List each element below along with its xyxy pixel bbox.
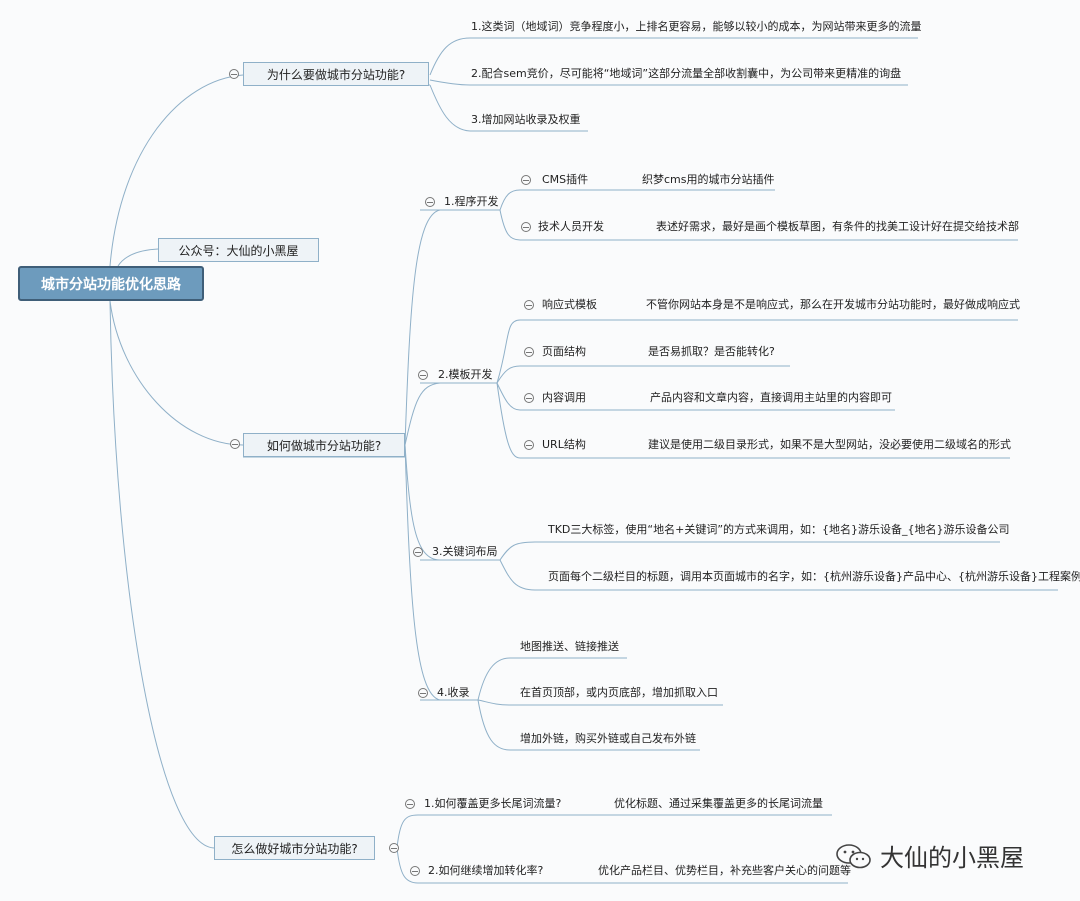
branch-why[interactable]: 为什么要做城市分站功能? [243, 62, 429, 86]
wechat-account-node[interactable]: 公众号：大仙的小黑屋 [158, 238, 319, 262]
better-item-1[interactable]: 1.如何覆盖更多长尾词流量? [424, 797, 562, 810]
collapse-how-icon[interactable] [230, 439, 240, 449]
tech-dev-node[interactable]: 技术人员开发 [538, 220, 604, 233]
branch-better[interactable]: 怎么做好城市分站功能? [214, 836, 375, 860]
keyword-item-1[interactable]: TKD三大标签，使用“地名+关键词”的方式来调用，如：{地名}游乐设备_{地名}… [548, 523, 1010, 536]
wechat-icon [836, 843, 871, 868]
collapse-better-2-icon[interactable] [410, 866, 420, 876]
content-call-node[interactable]: 内容调用 [542, 391, 586, 404]
better-item-2-desc[interactable]: 优化产品栏目、优势栏目，补充些客户关心的问题等 [598, 864, 851, 877]
collapse-better-1-icon[interactable] [405, 799, 415, 809]
index-item-3[interactable]: 增加外链，购买外链或自己发布外链 [520, 732, 696, 745]
collapse-better-icon[interactable] [389, 843, 399, 853]
why-item-3[interactable]: 3.增加网站收录及权重 [471, 113, 581, 126]
cms-plugin-desc[interactable]: 织梦cms用的城市分站插件 [642, 173, 775, 186]
root-topic[interactable]: 城市分站功能优化思路 [18, 266, 204, 301]
url-structure-node[interactable]: URL结构 [542, 438, 586, 451]
watermark: 大仙的小黑屋 [834, 838, 1024, 873]
program-node[interactable]: 1.程序开发 [444, 195, 499, 208]
why-item-1[interactable]: 1.这类词（地域词）竞争程度小，上排名更容易，能够以较小的成本，为网站带来更多的… [471, 20, 922, 33]
index-node[interactable]: 4.收录 [437, 686, 470, 699]
responsive-node[interactable]: 响应式模板 [542, 298, 597, 311]
collapse-content-call-icon[interactable] [524, 393, 534, 403]
collapse-cms-icon[interactable] [521, 175, 531, 185]
url-structure-desc[interactable]: 建议是使用二级目录形式，如果不是大型网站，没必要使用二级域名的形式 [648, 438, 1011, 451]
template-node[interactable]: 2.模板开发 [438, 368, 493, 381]
index-item-2[interactable]: 在首页顶部，或内页底部，增加抓取入口 [520, 686, 718, 699]
responsive-desc[interactable]: 不管你网站本身是不是响应式，那么在开发城市分站功能时，最好做成响应式 [646, 298, 1020, 311]
better-item-2[interactable]: 2.如何继续增加转化率? [428, 864, 544, 877]
watermark-text: 大仙的小黑屋 [880, 844, 1024, 872]
better-item-1-desc[interactable]: 优化标题、通过采集覆盖更多的长尾词流量 [614, 797, 823, 810]
collapse-template-icon[interactable] [418, 370, 428, 380]
collapse-responsive-icon[interactable] [524, 300, 534, 310]
page-structure-desc[interactable]: 是否易抓取？是否能转化? [648, 345, 775, 358]
collapse-url-icon[interactable] [524, 440, 534, 450]
cms-plugin-node[interactable]: CMS插件 [542, 173, 589, 186]
keyword-item-2[interactable]: 页面每个二级栏目的标题，调用本页面城市的名字，如：{杭州游乐设备}产品中心、{杭… [548, 570, 1080, 583]
tech-dev-desc[interactable]: 表述好需求，最好是画个模板草图，有条件的找美工设计好在提交给技术部 [656, 220, 1019, 233]
why-item-2[interactable]: 2.配合sem竞价，尽可能将“地域词”这部分流量全部收割囊中，为公司带来更精准的… [471, 67, 902, 80]
branch-how[interactable]: 如何做城市分站功能? [243, 433, 405, 457]
page-structure-node[interactable]: 页面结构 [542, 345, 586, 358]
content-call-desc[interactable]: 产品内容和文章内容，直接调用主站里的内容即可 [650, 391, 892, 404]
index-item-1[interactable]: 地图推送、链接推送 [520, 640, 619, 653]
collapse-tech-icon[interactable] [521, 222, 531, 232]
keyword-node[interactable]: 3.关键词布局 [432, 545, 498, 558]
collapse-index-icon[interactable] [418, 688, 428, 698]
collapse-page-structure-icon[interactable] [524, 347, 534, 357]
collapse-program-icon[interactable] [425, 197, 435, 207]
collapse-why-icon[interactable] [229, 69, 239, 79]
collapse-keyword-icon[interactable] [413, 547, 423, 557]
